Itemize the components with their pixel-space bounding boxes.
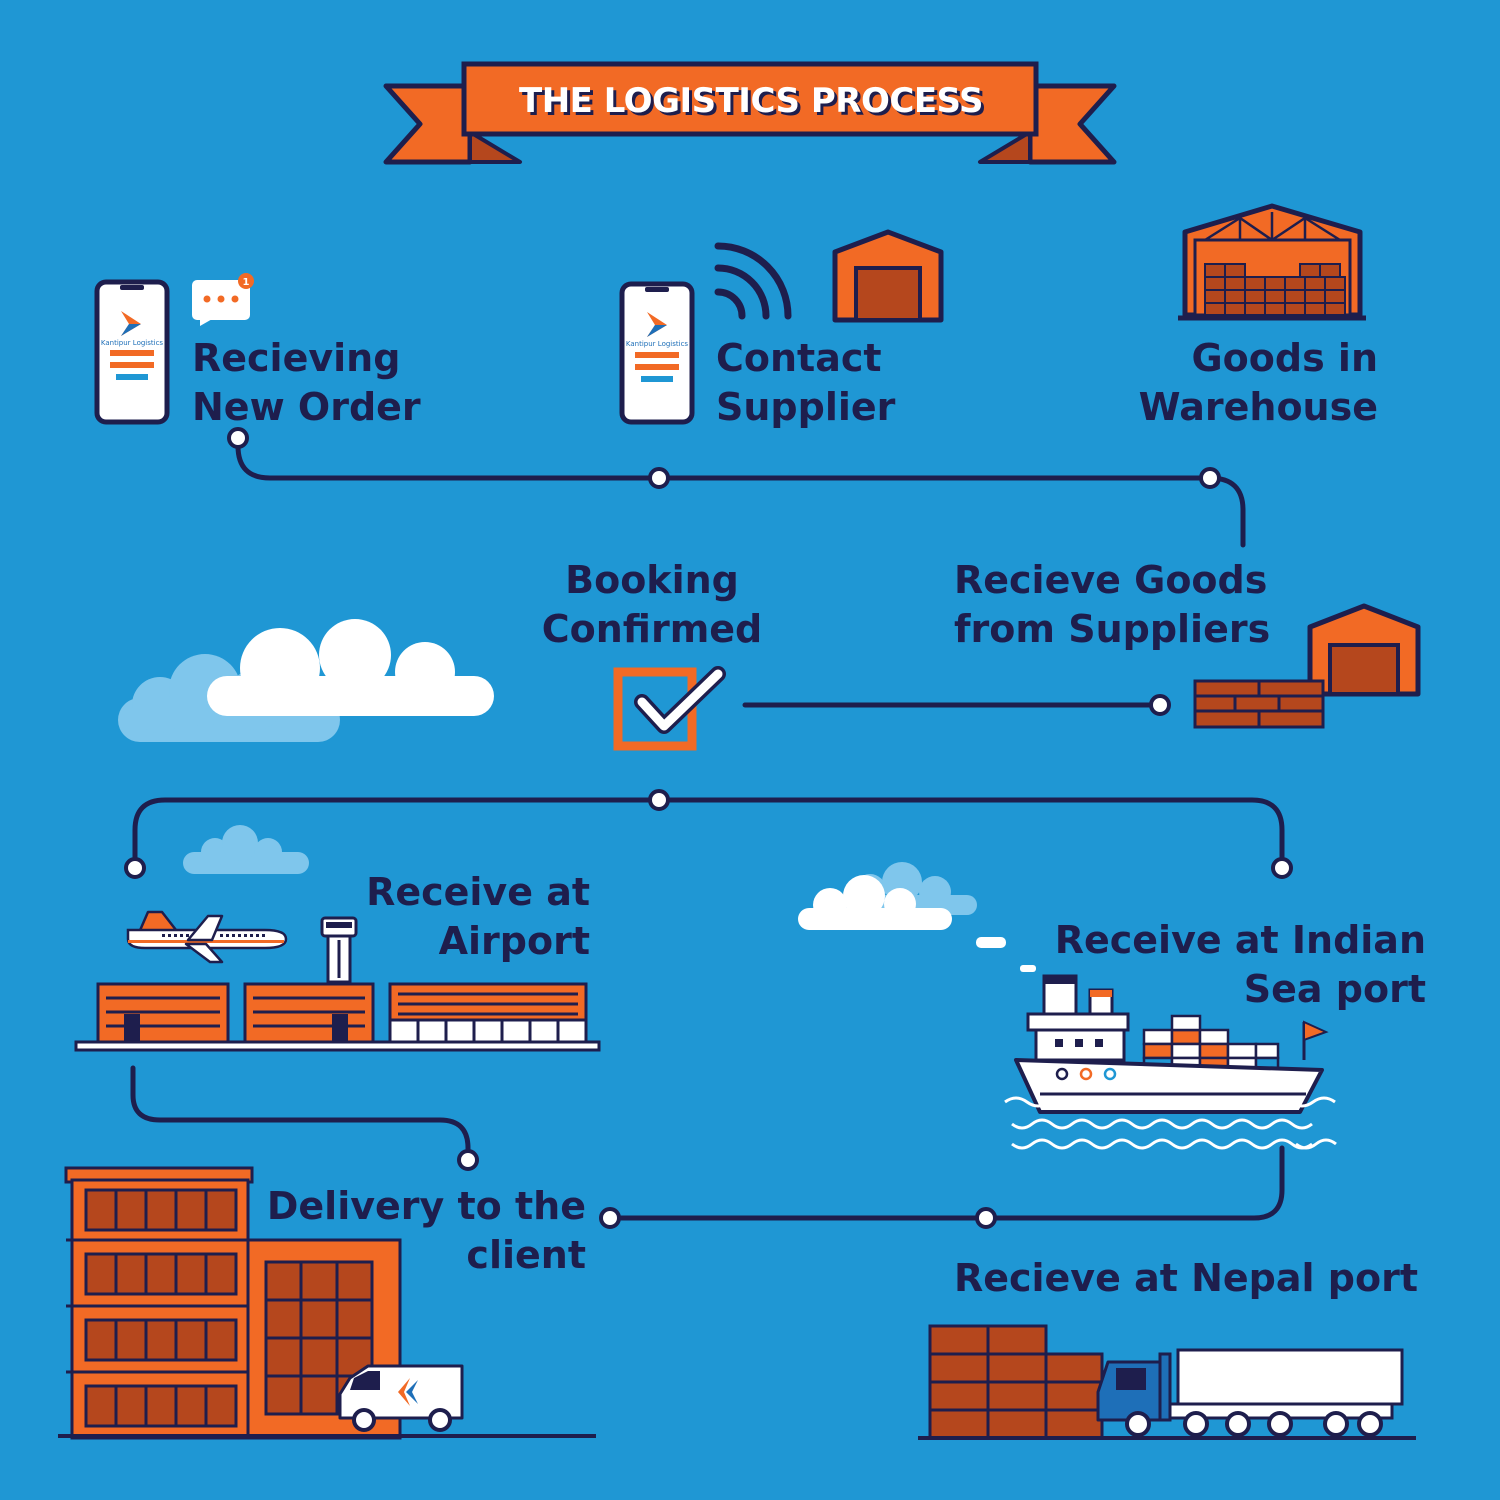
booking-checkbox-icon: [613, 666, 726, 751]
node-sea-port: [1271, 857, 1293, 879]
label-receive-goods-from-suppliers: Recieve Goods from Suppliers: [954, 558, 1271, 651]
title-banner: [383, 61, 1117, 165]
label-receive-at-indian-sea-port: Receive at Indian Sea port: [1054, 918, 1426, 1011]
node-receiving-order: [227, 427, 249, 449]
node-booking-confirmed: [648, 789, 670, 811]
delivery-van-icon: [338, 1364, 464, 1432]
label-delivery-to-the-client: Delivery to the client: [266, 1184, 586, 1277]
warehouse-shed-icon: [832, 229, 944, 323]
node-delivery-client: [599, 1207, 621, 1229]
supplier-shed-icon: [1307, 603, 1421, 697]
truck-icon: [1096, 1348, 1404, 1437]
cloud-large-front: [207, 619, 494, 716]
page-title: THE LOGISTICS PROCESS: [519, 81, 984, 121]
label-receive-at-nepal-port: Recieve at Nepal port: [953, 1256, 1418, 1300]
control-tower-icon: [320, 916, 358, 984]
node-airport: [124, 857, 146, 879]
node-receive-goods: [1149, 694, 1171, 716]
smartphone-icon: Kantipur Logistics: [94, 279, 170, 425]
label-receive-at-airport: Receive at Airport: [366, 870, 590, 963]
container-stack-icon: [928, 1324, 1104, 1440]
warehouse-building-icon: [1178, 203, 1366, 321]
label-goods-in-warehouse: Goods in Warehouse: [1138, 336, 1378, 429]
cloud-small-airport: [183, 825, 309, 874]
client-office-building-icon: [64, 1166, 402, 1440]
cargo-ship-icon: [976, 937, 1329, 1114]
airport-terminal-icon: [74, 982, 601, 1052]
node-goods-warehouse: [1199, 467, 1221, 489]
chat-bubble-icon: 1: [192, 273, 254, 326]
node-contact-supplier: [648, 467, 670, 489]
smartphone-icon: Kantipur Logistics: [619, 281, 695, 425]
label-booking-confirmed: Booking Confirmed: [541, 558, 763, 651]
notification-badge: 1: [243, 277, 250, 288]
node-nepal-port: [975, 1207, 997, 1229]
label-receiving-new-order: Recieving New Order: [192, 336, 421, 429]
label-contact-supplier: Contact Supplier: [716, 336, 896, 429]
crates-icon: [1193, 679, 1325, 729]
node-delivery: [457, 1149, 479, 1171]
process-nodes: [124, 427, 1293, 1229]
signal-waves-icon: [714, 242, 792, 320]
cloud-sea-front: [798, 875, 952, 930]
airplane-icon: [126, 910, 288, 964]
sea-waves: [1004, 1096, 1337, 1150]
app-brand-text-2: Kantipur Logistics: [626, 340, 688, 348]
app-brand-text-1: Kantipur Logistics: [101, 339, 163, 347]
